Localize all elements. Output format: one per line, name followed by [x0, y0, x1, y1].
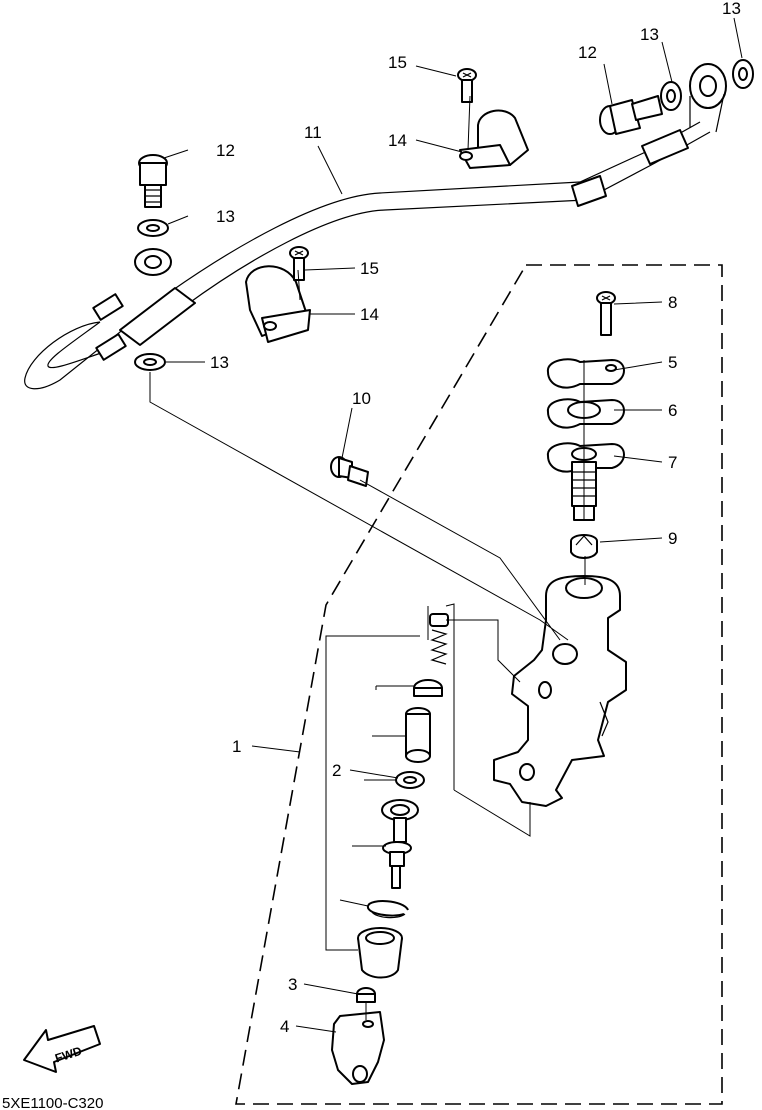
callout-1: 1	[232, 737, 241, 756]
callout-13-b: 13	[210, 353, 229, 372]
callout-11: 11	[304, 123, 322, 142]
spring	[429, 613, 449, 665]
screw-15-lower	[289, 246, 309, 281]
bolt-10	[330, 456, 369, 487]
callout-12-right: 12	[578, 43, 597, 62]
cap-5	[546, 358, 625, 389]
callout-7: 7	[668, 453, 677, 472]
hose-clamp-lower	[245, 265, 311, 343]
callout-14-lower: 14	[360, 305, 379, 324]
boot	[357, 927, 403, 979]
callout-14-upper: 14	[388, 131, 407, 150]
callout-5: 5	[668, 353, 677, 372]
callout-4: 4	[280, 1017, 289, 1036]
primary-cup	[413, 679, 443, 697]
clevis-4	[331, 1011, 385, 1085]
callout-13-a: 13	[216, 207, 235, 226]
callout-9: 9	[668, 529, 677, 548]
brake-hose	[24, 63, 727, 390]
diaphragm-7	[546, 442, 625, 521]
callout-13-c: 13	[640, 25, 659, 44]
screw-15-upper	[457, 68, 477, 103]
diagram-code: 5XE1100-C320	[2, 1095, 103, 1110]
secondary-cup	[395, 771, 425, 789]
diaphragm-holder-6	[546, 398, 625, 429]
leader-lines	[163, 17, 743, 1033]
union-bolt-right	[599, 95, 663, 135]
fwd-arrow-icon: FWD	[23, 1025, 101, 1073]
callout-3: 3	[288, 975, 297, 994]
callout-2: 2	[332, 761, 341, 780]
banjo-fitting-left	[134, 248, 172, 276]
nut-3	[356, 987, 376, 1003]
circlip	[367, 900, 409, 919]
callout-15-lower: 15	[360, 259, 379, 278]
callout-15-upper: 15	[388, 53, 407, 72]
push-rod	[381, 799, 419, 889]
callout-13-d: 13	[722, 0, 741, 18]
union-bolt-left	[138, 154, 168, 208]
callout-6: 6	[668, 401, 677, 420]
guide-lines	[149, 95, 586, 1020]
hose-clamp-upper	[459, 109, 529, 169]
master-cylinder-body	[493, 575, 627, 807]
callout-8: 8	[668, 293, 677, 312]
piston	[405, 707, 431, 763]
float-9	[570, 534, 598, 559]
assembly-boundary	[235, 264, 723, 1105]
screw-8	[596, 291, 616, 336]
callout-10: 10	[352, 389, 371, 408]
callout-12-left: 12	[216, 141, 235, 160]
